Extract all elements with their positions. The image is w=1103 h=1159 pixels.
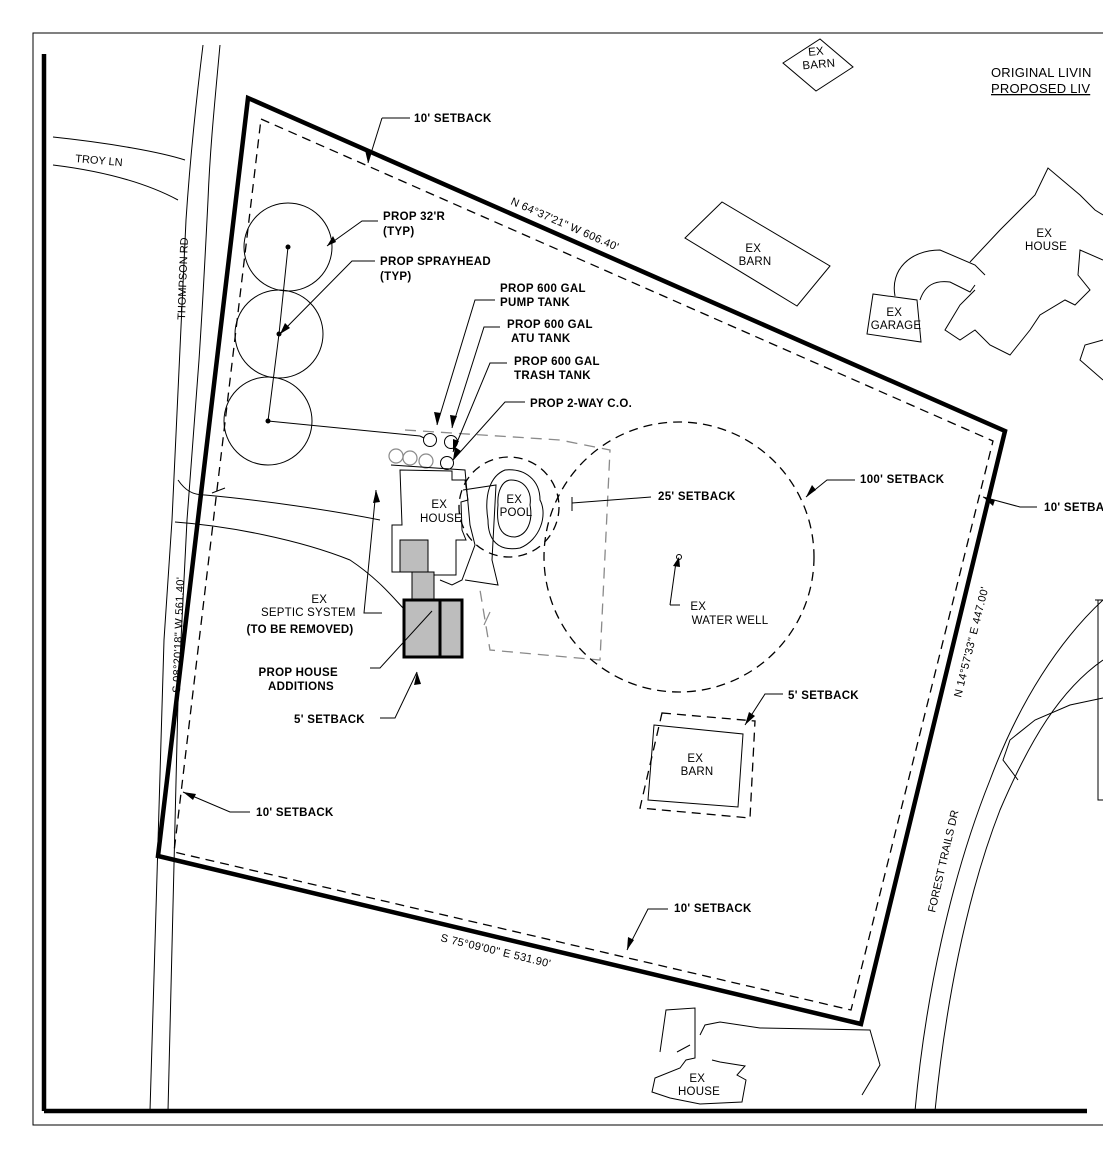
barn-south <box>639 712 756 819</box>
callout-atu-tank: PROP 600 GAL ATU TANK <box>507 319 596 345</box>
label-pool: EX POOL <box>500 494 533 519</box>
label-barn-north: EX BARN <box>739 243 772 268</box>
existing-pool <box>458 456 560 558</box>
label-house-ne: EX HOUSE <box>1025 228 1067 253</box>
property-line <box>155 94 1008 1027</box>
title-line-2: PROPOSED LIV <box>991 81 1090 96</box>
label-setback-100: 100' SETBACK <box>860 474 945 486</box>
bearing-east: N 14°57'33" E 447.00' <box>952 586 991 699</box>
label-house-main: EX HOUSE <box>420 499 462 525</box>
callout-sprayhead: PROP SPRAYHEAD (TYP) <box>380 256 494 283</box>
callout-radius: PROP 32'R (TYP) <box>383 211 449 238</box>
arrowheads <box>183 150 995 950</box>
callout-cleanout: PROP 2-WAY C.O. <box>530 398 632 410</box>
callout-pump-tank: PROP 600 GAL PUMP TANK <box>500 283 589 309</box>
label-setback-bottom: 10' SETBACK <box>674 903 752 915</box>
label-setback-house-5: 5' SETBACK <box>294 714 365 726</box>
label-barn-south: EX BARN <box>681 753 714 778</box>
spray-field <box>223 202 421 466</box>
setback-10 <box>173 118 994 1011</box>
label-barn-top: EX BARN <box>801 45 836 73</box>
callout-septic: EX SEPTIC SYSTEM (TO BE REMOVED) <box>247 594 359 636</box>
existing-septic <box>388 429 611 661</box>
callout-trash-tank: PROP 600 GAL TRASH TANK <box>514 356 603 382</box>
road-forest-trails-dr: FOREST TRAILS DR <box>926 809 961 914</box>
label-house-south: EX HOUSE <box>678 1073 720 1098</box>
road-troy-ln: TROY LN <box>75 153 123 169</box>
sheet-border <box>32 32 1103 1126</box>
title-line-1: ORIGINAL LIVIN <box>991 65 1092 80</box>
label-garage: EX GARAGE <box>871 307 922 332</box>
roads <box>52 44 1103 1112</box>
label-setback-barn-5: 5' SETBACK <box>788 690 859 702</box>
callout-additions: PROP HOUSE ADDITIONS <box>259 667 342 693</box>
water-well <box>543 421 815 693</box>
septic-tanks <box>419 433 458 470</box>
road-thompson-rd: THOMPSON RD <box>176 237 191 320</box>
existing-house <box>390 464 499 659</box>
label-water-well: EX WATER WELL <box>690 601 768 627</box>
label-setback-left: 10' SETBACK <box>256 807 334 819</box>
label-setback-top: 10' SETBACK <box>414 113 492 125</box>
label-setback-25: 25' SETBACK <box>658 491 736 503</box>
bearing-north: N 64°37'21" W 606.40' <box>509 196 621 254</box>
label-setback-right: 10' SETBA <box>1044 502 1103 514</box>
neighbor-structures <box>651 38 1103 1105</box>
bearing-west: S 08°20'18" W 561.40' <box>171 577 187 693</box>
